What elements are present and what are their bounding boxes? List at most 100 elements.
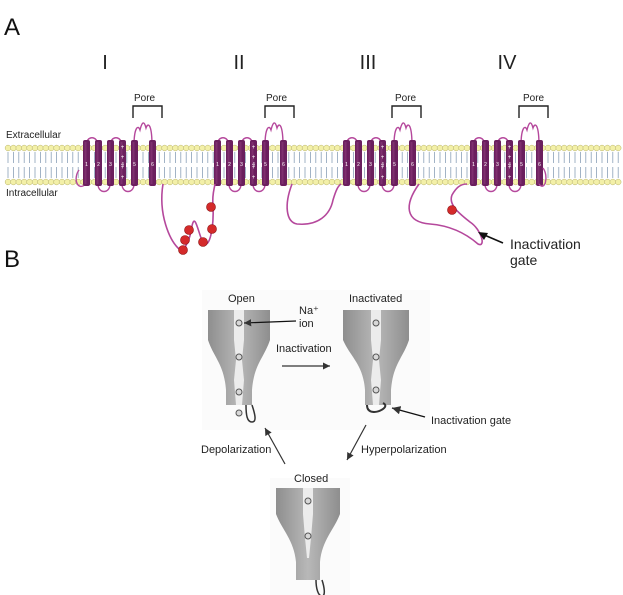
phospho-site-4: [198, 237, 208, 247]
intracellular-loop: [381, 183, 395, 193]
intracellular-loop: [357, 183, 371, 193]
segment-number: 4: [508, 162, 511, 168]
segment-number: 2: [97, 162, 100, 168]
transition-depolarization: Depolarization: [201, 444, 272, 456]
segment-highlight: [239, 142, 242, 184]
segment-highlight: [132, 142, 135, 184]
extracellular-label: Extracellular: [6, 130, 62, 141]
channel-inactivated: [343, 310, 409, 413]
segment-number: 4: [252, 162, 255, 168]
phospho-site-3: [180, 235, 190, 245]
s4-charge: +: [252, 145, 256, 151]
segment-highlight: [410, 142, 413, 184]
segment-highlight: [84, 142, 87, 184]
transition-inactivation: Inactivation: [276, 343, 332, 355]
domain-label-1: I: [102, 52, 108, 74]
ion-label: Na⁺ ion: [299, 305, 319, 330]
segment-highlight: [392, 142, 395, 184]
segment-number: 4: [381, 162, 384, 168]
inactivation-gate-label-b: Inactivation gate: [431, 415, 512, 427]
segment-number: 5: [520, 162, 523, 168]
s4-charge: +: [381, 145, 385, 151]
arrow-ion-pointer: [243, 319, 297, 327]
intracellular-loop: [484, 183, 498, 193]
arrow-depolarization: [264, 427, 286, 465]
intracellular-loop: [508, 183, 522, 193]
inactivation-gate-label-a: Inactivation gate: [510, 236, 581, 268]
lipid-head: [615, 144, 622, 152]
s4-charge: +: [508, 145, 512, 151]
state-label-open: Open: [228, 293, 255, 305]
phospho-site-2: [184, 225, 194, 235]
segment-highlight: [108, 142, 111, 184]
segment-highlight: [96, 142, 99, 184]
segment-highlight: [215, 142, 218, 184]
segment-highlight: [380, 142, 383, 184]
s4-charge: +: [252, 165, 256, 171]
open-gate-loop: [245, 404, 256, 423]
closed-ion-2: [304, 532, 312, 540]
segment-number: 6: [282, 162, 285, 168]
pore-label-4: Pore: [523, 93, 545, 104]
closed-ion-1: [304, 497, 312, 505]
segment-highlight: [150, 142, 153, 184]
inact-ion-3: [372, 386, 380, 394]
open-ion-4: [235, 409, 243, 417]
s4-charge: +: [508, 155, 512, 161]
segment-number: 3: [496, 162, 499, 168]
segment-number: 3: [109, 162, 112, 168]
segment-highlight: [368, 142, 371, 184]
segment-highlight: [227, 142, 230, 184]
segment-highlight: [495, 142, 498, 184]
extracellular-loop: [520, 122, 540, 147]
pore-bracket-3: [391, 105, 422, 118]
s4-charge: +: [121, 175, 125, 181]
open-ion-3: [235, 388, 243, 396]
channel-closed: [276, 488, 340, 595]
segment-highlight: [507, 142, 510, 184]
segment-highlight: [120, 142, 123, 184]
segment-highlight: [263, 142, 266, 184]
lipid-head: [615, 178, 622, 186]
segment-number: 2: [357, 162, 360, 168]
intracellular-loop: [97, 183, 111, 193]
s4-charge: +: [121, 145, 125, 151]
segment-highlight: [483, 142, 486, 184]
pore-bracket-2: [264, 105, 295, 118]
closed-gate-loop: [315, 579, 326, 595]
segment-number: 1: [472, 162, 475, 168]
inact-ion-1: [372, 319, 380, 327]
domain-label-3: III: [359, 52, 377, 74]
phospho-site-inactivation-gate: [447, 205, 457, 215]
arrow-hyperpolarization: [346, 424, 367, 461]
linker-3-4: [408, 183, 483, 246]
segment-number: 6: [151, 162, 154, 168]
inact-ion-2: [372, 353, 380, 361]
pore-label-1: Pore: [134, 93, 156, 104]
extracellular-loop: [393, 122, 413, 147]
channel-open: [208, 310, 270, 423]
segment-number: 3: [369, 162, 372, 168]
open-ion-2: [235, 353, 243, 361]
domain-label-4: IV: [497, 52, 517, 74]
extracellular-loop: [264, 122, 284, 147]
state-label-inactivated: Inactivated: [349, 293, 403, 305]
pore-bracket-4: [518, 105, 549, 118]
segment-number: 5: [393, 162, 396, 168]
phospho-site-5: [207, 224, 217, 234]
s4-charge: +: [508, 165, 512, 171]
segment-number: 6: [538, 162, 541, 168]
arrow-inactivation-gate-b: [391, 406, 426, 418]
inactivated-gate-plug: [366, 402, 387, 413]
segment-number: 4: [121, 162, 124, 168]
s4-charge: +: [121, 155, 125, 161]
intracellular-loop: [228, 183, 242, 193]
segment-highlight: [251, 142, 254, 184]
pore-bracket-1: [132, 105, 163, 118]
s4-charge: +: [381, 175, 385, 181]
segment-number: 5: [264, 162, 267, 168]
c-terminus: [538, 167, 547, 187]
domain-label-2: II: [233, 52, 245, 74]
